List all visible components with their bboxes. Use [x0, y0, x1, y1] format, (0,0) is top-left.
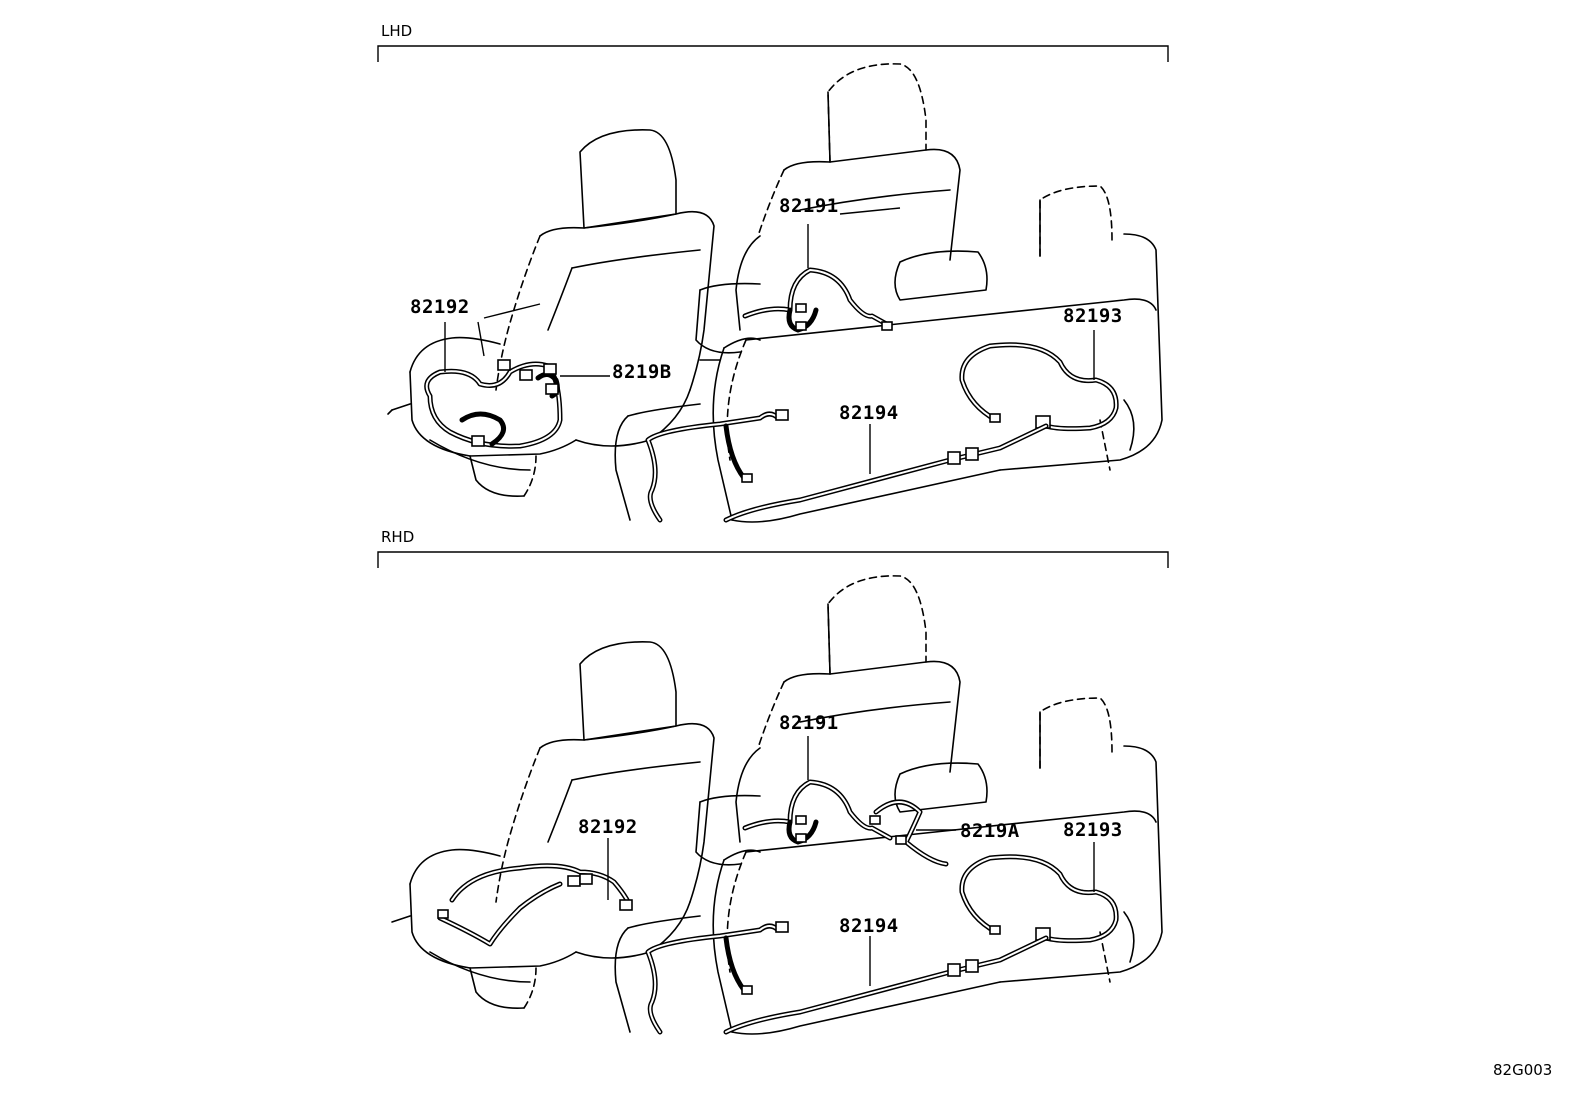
- figure-code: 82G003: [1493, 1061, 1553, 1079]
- rhd-part-82192: 82192: [578, 816, 638, 838]
- rhd-section-bracket: [377, 551, 1169, 568]
- rhd-front-seat: [391, 641, 715, 1009]
- rhd-wire-8219A: [869, 799, 949, 867]
- lhd-wire-82194: [645, 409, 1049, 523]
- rhd-wire-82192: [437, 863, 633, 947]
- rhd-wire-82191: [742, 779, 893, 845]
- lhd-part-82191: 82191: [779, 195, 839, 217]
- lhd-leaders: [444, 207, 1095, 474]
- lhd-wire-82191: [742, 267, 893, 333]
- rhd-leaders: [607, 736, 1095, 986]
- section-label-lhd: LHD: [381, 22, 413, 40]
- rhd-part-82194: 82194: [839, 915, 899, 937]
- rhd-seat-assembly: [391, 575, 1163, 1035]
- lhd-part-82193: 82193: [1063, 305, 1123, 327]
- rhd-rear-bench: [614, 697, 1163, 1035]
- rhd-part-82191: 82191: [779, 712, 839, 734]
- lhd-seat-assembly: [387, 63, 1163, 523]
- rhd-wire-82193: [959, 854, 1119, 944]
- lhd-front-seat: [387, 129, 715, 497]
- lhd-part-82194: 82194: [839, 402, 899, 424]
- section-label-rhd: RHD: [381, 528, 415, 546]
- rhd-part-8219A: 8219A: [960, 820, 1020, 842]
- lhd-middle-seat: [695, 63, 961, 354]
- lhd-wire-8219B: [535, 363, 560, 399]
- rhd-wire-82194: [645, 921, 1049, 1035]
- lhd-part-82192: 82192: [410, 296, 470, 318]
- lhd-wire-82192: [424, 359, 563, 449]
- rhd-part-82193: 82193: [1063, 819, 1123, 841]
- rhd-middle-seat: [695, 575, 961, 866]
- lhd-wire-82193: [959, 342, 1119, 432]
- lhd-part-8219B: 8219B: [612, 361, 672, 383]
- lhd-section-bracket: [377, 45, 1169, 62]
- lhd-rear-bench: [614, 185, 1163, 523]
